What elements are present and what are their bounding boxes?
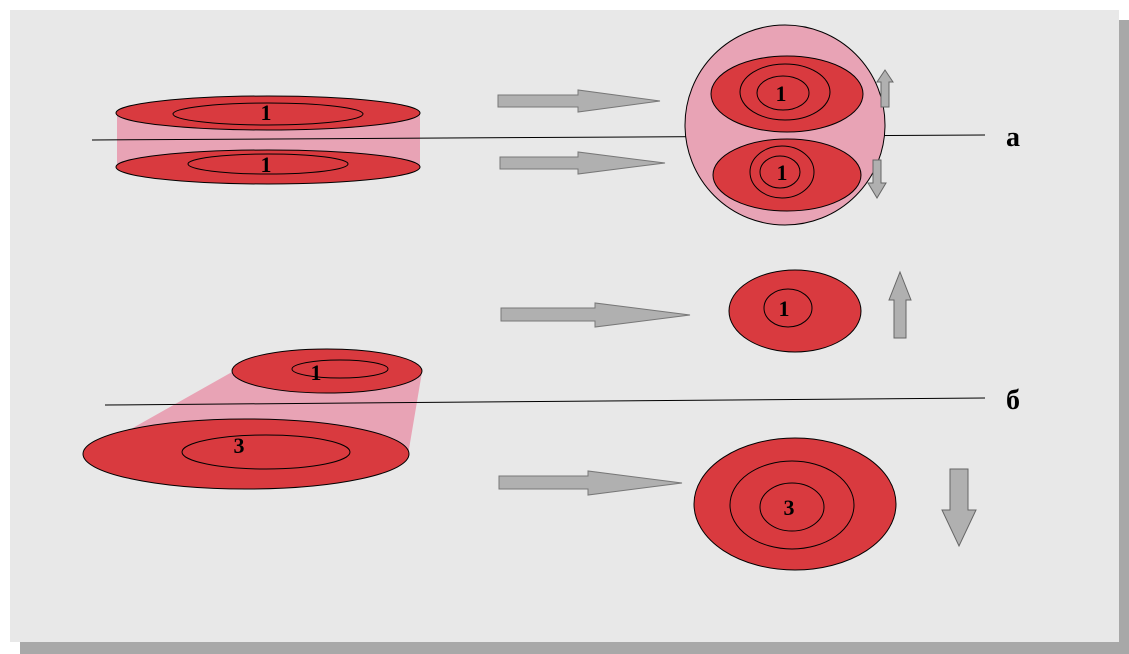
right-arrow-icon (500, 302, 691, 328)
cone-top-disc-ring (291, 359, 389, 379)
up-arrow-icon (888, 270, 912, 339)
cylinder-top-disc-ring (172, 102, 364, 126)
result-disc-3-ring-outer (729, 460, 855, 550)
upper-disc-label: 1 (776, 81, 787, 106)
result-disc-1: 1 (728, 269, 862, 353)
result-disc-1-body (728, 269, 862, 353)
cone: 1 3 (82, 348, 423, 490)
result-disc-3-ring-inner (759, 482, 825, 532)
result-disc-3: 3 (693, 437, 897, 571)
lower-disc-ring-inner (759, 155, 801, 189)
cone-bottom-disc-ring (181, 434, 351, 470)
result-disc-3-label: 3 (784, 495, 795, 520)
cone-bottom-label: 3 (234, 433, 245, 458)
section-b: 1 1 3 3 б (82, 269, 1020, 571)
cylinder-bottom-disc (115, 149, 421, 185)
cylinder-top-label: 1 (261, 100, 272, 125)
lower-disc (712, 138, 862, 212)
cylinder: 1 1 (115, 95, 421, 185)
right-arrow-icon (497, 89, 661, 113)
cone-top-disc (231, 348, 423, 394)
cone-bottom-disc (82, 418, 410, 490)
result-disc-1-label: 1 (779, 296, 790, 321)
right-arrow-icon (498, 470, 683, 496)
down-arrow-icon (867, 159, 887, 199)
down-arrow-icon (941, 468, 977, 548)
section-a-label: а (1006, 122, 1020, 153)
section-b-label: б (1006, 385, 1020, 416)
upper-disc-ring-inner (756, 75, 810, 111)
axis-line-b (104, 397, 986, 406)
lower-disc-label: 1 (777, 160, 788, 185)
lower-disc-ring-outer (749, 145, 815, 199)
cylinder-bottom-label: 1 (261, 152, 272, 177)
cone-top-label: 1 (311, 360, 322, 385)
up-arrow-icon (876, 69, 894, 108)
upper-disc-ring-outer (739, 63, 831, 121)
result-sphere: 1 1 (684, 24, 886, 226)
cylinder-top-disc (115, 95, 421, 131)
result-disc-1-ring (763, 288, 813, 328)
section-a: 1 1 1 1 а (91, 24, 1020, 226)
right-arrow-icon (499, 151, 666, 175)
upper-disc (710, 55, 864, 133)
cylinder-bottom-disc-ring (187, 153, 349, 175)
result-disc-3-body (693, 437, 897, 571)
